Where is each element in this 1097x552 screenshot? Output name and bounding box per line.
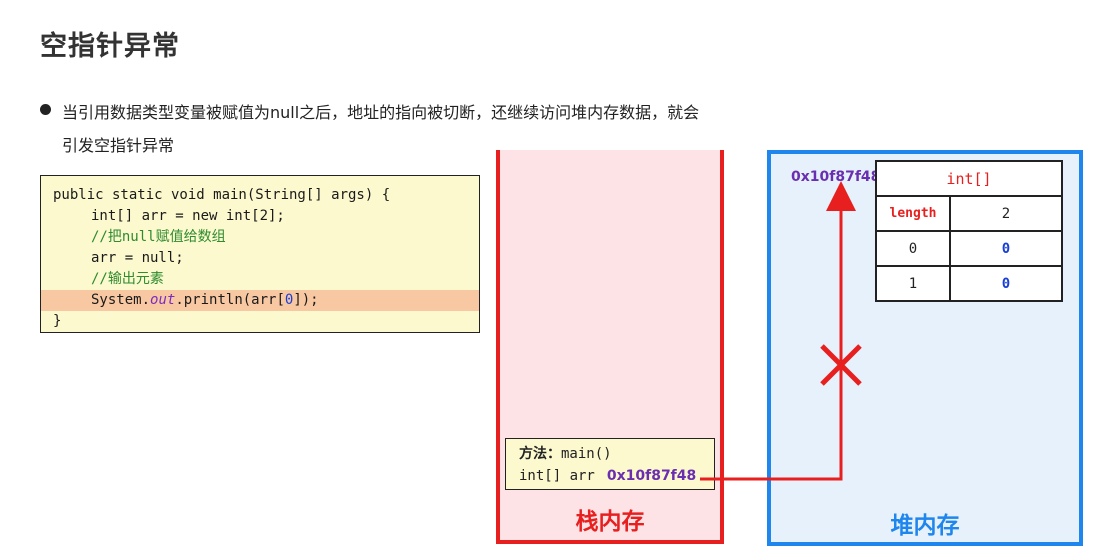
array-row: 1 0: [875, 265, 1063, 302]
code-println: .println(arr[: [175, 292, 285, 308]
code-system: System.: [91, 292, 151, 308]
bullet-line-1: 当引用数据类型变量被赋值为null之后，地址的指向被切断，还继续访问堆内存数据，…: [62, 103, 700, 122]
length-key: length: [875, 195, 951, 232]
code-block: public static void main(String[] args) {…: [40, 175, 480, 333]
frame-method-row: 方法：main(): [519, 443, 714, 465]
frame-address: 0x10f87f48: [606, 468, 697, 484]
length-value: 2: [949, 195, 1063, 232]
frame-method-key: 方法：: [519, 446, 561, 462]
code-out: out: [150, 292, 176, 308]
array-value: 0: [949, 230, 1063, 267]
array-index: 1: [875, 265, 951, 302]
heap-address: 0x10f87f48: [791, 169, 881, 185]
heap-memory: 0x10f87f48 int[] length 2 0 0 1 0 堆内存: [767, 150, 1083, 546]
frame-variable: int[] arr: [519, 468, 595, 484]
code-close: ]);: [293, 292, 319, 308]
array-header-row: int[]: [875, 160, 1063, 197]
array-row: 0 0: [875, 230, 1063, 267]
code-line-5: //输出元素: [91, 271, 164, 287]
stack-memory: 方法：main() int[] arr 0x10f87f48 栈内存: [496, 150, 724, 544]
stack-label: 栈内存: [575, 509, 645, 535]
array-value: 0: [949, 265, 1063, 302]
frame-method-value: main(): [561, 446, 612, 462]
code-line-6-highlighted: System.out.println(arr[0]);: [41, 290, 479, 311]
code-line-4: arr = null;: [91, 250, 184, 266]
code-line-2: int[] arr = new int[2];: [91, 208, 285, 224]
code-index: 0: [284, 292, 294, 308]
array-index: 0: [875, 230, 951, 267]
method-frame: 方法：main() int[] arr 0x10f87f48: [505, 438, 715, 490]
array-length-row: length 2: [875, 195, 1063, 232]
array-type: int[]: [875, 160, 1063, 197]
array-table: int[] length 2 0 0 1 0: [875, 160, 1063, 302]
bullet-line-2: 引发空指针异常: [62, 136, 175, 155]
heap-label: 堆内存: [890, 513, 960, 539]
bullet-text: 当引用数据类型变量被赋值为null之后，地址的指向被切断，还继续访问堆内存数据，…: [62, 96, 762, 162]
frame-var-row: int[] arr 0x10f87f48: [519, 465, 714, 487]
bullet-dot: [40, 104, 51, 115]
code-line-3: //把null赋值给数组: [91, 229, 226, 245]
page-title: 空指针异常: [40, 31, 180, 62]
code-line-7: }: [53, 313, 62, 329]
code-line-1: public static void main(String[] args) {: [53, 187, 391, 203]
